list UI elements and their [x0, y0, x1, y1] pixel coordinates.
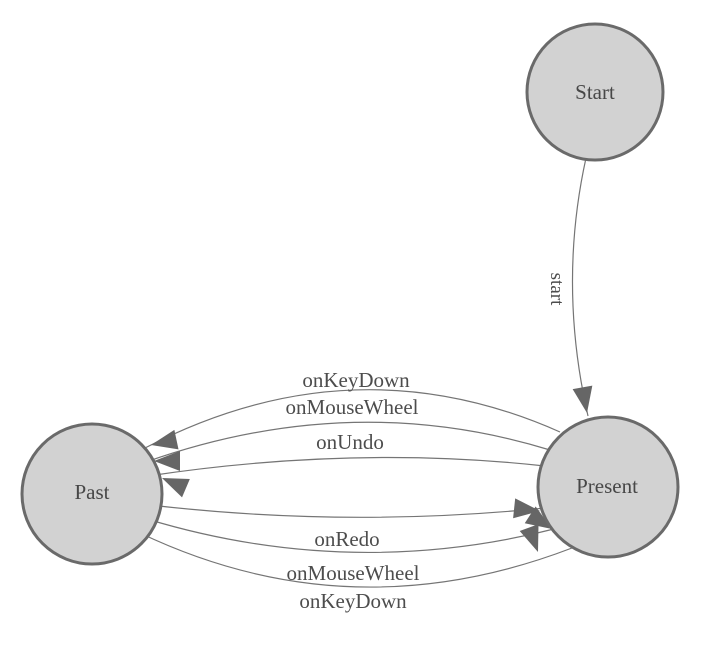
- node-present-circle[interactable]: [536, 415, 680, 559]
- edge-label-onkeydown-bottom: onKeyDown: [299, 589, 407, 613]
- edge-onmousewheel-present-to-past: [145, 421, 551, 463]
- arrowhead-start-icon: [572, 385, 593, 413]
- edge-label-onundo: onUndo: [316, 430, 384, 454]
- node-group: Start Present Past: [20, 22, 680, 566]
- arrowhead-present-middle-icon: [524, 506, 552, 529]
- node-past[interactable]: Past: [20, 422, 164, 566]
- node-start-circle[interactable]: [525, 22, 665, 162]
- edge-label-onmousewheel-bottom: onMouseWheel: [287, 561, 420, 585]
- edge-onkeydown-past-to-present: [139, 532, 573, 588]
- edge-onmousewheel-past-to-present: [146, 518, 559, 553]
- arrowhead-group: [151, 385, 593, 552]
- edge-onundo-present-to-past: [147, 456, 546, 477]
- edge-start-to-present: [571, 157, 589, 417]
- edge-label-onredo: onRedo: [314, 527, 379, 551]
- edge-onkeydown-present-to-past: [144, 389, 561, 449]
- node-present[interactable]: Present: [536, 415, 680, 559]
- node-past-label: Past: [74, 480, 109, 504]
- node-past-circle[interactable]: [20, 422, 164, 566]
- arrowhead-past-middle-icon: [154, 451, 180, 471]
- node-start[interactable]: Start: [525, 22, 665, 162]
- edge-label-onmousewheel-top: onMouseWheel: [286, 395, 419, 419]
- edge-label-onkeydown-top: onKeyDown: [302, 368, 410, 392]
- edge-label-group: start onKeyDown onMouseWheel onUndo onRe…: [286, 273, 567, 613]
- arrowhead-present-bottom-icon: [519, 524, 539, 552]
- edge-onredo-past-to-present: [149, 504, 546, 518]
- arrowhead-past-bottom-icon: [162, 478, 190, 498]
- node-present-label: Present: [576, 474, 638, 498]
- arrowhead-past-top-icon: [151, 429, 179, 450]
- edge-group: [139, 157, 589, 588]
- arrowhead-present-top-icon: [513, 498, 540, 519]
- edge-label-start: start: [546, 273, 567, 306]
- node-start-label: Start: [575, 80, 615, 104]
